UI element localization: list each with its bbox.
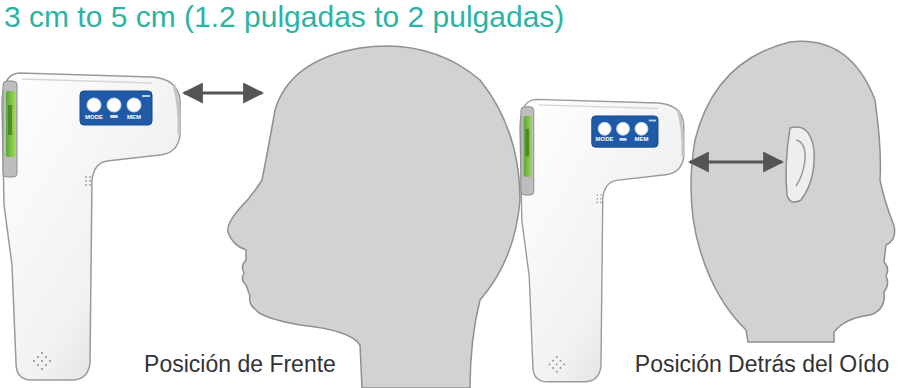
head-profile xyxy=(691,41,895,342)
button-label: MODE xyxy=(596,136,614,143)
ear-detail xyxy=(796,140,805,186)
position-caption: Posición Detrás del Oído xyxy=(635,351,889,377)
thermometer xyxy=(520,99,684,381)
ear xyxy=(786,127,814,202)
button-label: MEM xyxy=(634,136,648,143)
button-label: MEM xyxy=(127,114,141,121)
distance-heading: 3 cm to 5 cm (1.2 pulgadas to 2 pulgadas… xyxy=(4,0,564,35)
distance-arrow xyxy=(690,161,782,164)
thermometer xyxy=(2,73,180,380)
position-caption: Posición de Frente xyxy=(144,351,336,377)
button-label: MODE xyxy=(85,114,103,121)
distance-arrow xyxy=(184,92,262,95)
head-profile xyxy=(228,46,520,388)
